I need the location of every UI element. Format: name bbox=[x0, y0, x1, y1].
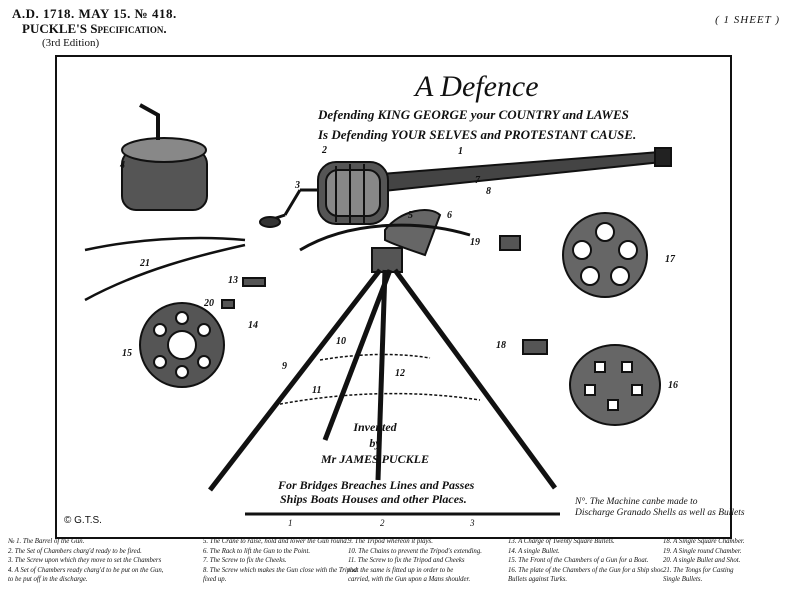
elevation-arc-drawing bbox=[299, 223, 471, 252]
patent-header: A.D. 1718. MAY 15. № 418. PUCKLE'S Speci… bbox=[12, 6, 177, 51]
legend-column-3: 9. The Tripod whereon it plays. 10. The … bbox=[348, 537, 503, 585]
plate-frame bbox=[55, 55, 732, 539]
legend-entry: that the same is fitted up in order to b… bbox=[348, 566, 454, 574]
machine-note: N°. The Machine canbe made to Discharge … bbox=[575, 497, 745, 519]
legend-entry: to be put off in the discharge. bbox=[8, 576, 88, 584]
crane-yoke-drawing bbox=[384, 209, 442, 257]
legend-entry: 20. A single Bullet and Shot. bbox=[663, 557, 741, 565]
part-number: 7 bbox=[475, 175, 480, 186]
invented-label: Invented bbox=[353, 420, 397, 434]
legend-entry: 19. A Single round Chamber. bbox=[663, 547, 742, 555]
round-chambers-front-drawing bbox=[562, 212, 648, 298]
part-number: 19 bbox=[470, 237, 480, 248]
sheet-count: ( 1 SHEET ) bbox=[715, 14, 780, 26]
scale-label: 3 bbox=[470, 518, 475, 528]
tongs-drawing bbox=[84, 236, 246, 302]
uses-line1: For Bridges Breaches Lines and Passes bbox=[278, 478, 475, 492]
patent-date-number: A.D. 1718. MAY 15. № 418. bbox=[12, 6, 177, 21]
part-number: 11 bbox=[312, 385, 322, 396]
legend-entry: 4. A Set of Chambers ready charg'd to be… bbox=[8, 566, 163, 574]
part-number: 16 bbox=[668, 380, 678, 391]
parts-legend: № 1. The Barrel of the Gun. 2. The Set o… bbox=[8, 537, 798, 614]
machine-note-line2: Discharge Granado Shells as well as Bull… bbox=[575, 508, 745, 518]
part-number: 4 bbox=[120, 160, 125, 171]
legend-entry: 21. The Tongs for Casting bbox=[663, 566, 734, 574]
legend-entry: Single Bullets. bbox=[663, 576, 703, 584]
legend-entry: fixed up. bbox=[203, 576, 227, 584]
part-number: 13 bbox=[228, 275, 238, 286]
legend-column-1: № 1. The Barrel of the Gun. 2. The Set o… bbox=[8, 537, 163, 585]
copyright-mark: © G.T.S. bbox=[64, 515, 102, 526]
legend-entry: 11. The Screw to fix the Tripod and Chee… bbox=[348, 557, 465, 565]
legend-entry: 18. A Single Square Chamber. bbox=[663, 538, 745, 545]
specification-title: PUCKLE'S Specification. bbox=[22, 21, 167, 36]
plate-subtitle-line2: Is Defending YOUR SELVES and PROTESTANT … bbox=[318, 127, 637, 142]
chamber-set-drawing bbox=[121, 103, 208, 211]
part-number: 2 bbox=[322, 145, 327, 156]
part-number: 3 bbox=[295, 180, 300, 191]
scale-label: 2 bbox=[380, 518, 385, 528]
legend-entry: 5. The Crane to raise, hold and lower th… bbox=[203, 538, 349, 545]
legend-entry: carried, with the Gun upon a Mans should… bbox=[348, 576, 471, 584]
legend-entry: 3. The Screw upon which they move to set… bbox=[8, 557, 163, 565]
scale-label: 1 bbox=[288, 518, 293, 528]
part-number: 9 bbox=[282, 361, 287, 372]
bullet-charge-drawing bbox=[242, 277, 266, 287]
chamber-cylinder-drawing bbox=[317, 161, 389, 225]
legend-entry: 16. The plate of the Chambers of the Gun… bbox=[508, 566, 663, 574]
part-number: 10 bbox=[336, 336, 346, 347]
uses-line2: Ships Boats Houses and other Places. bbox=[280, 492, 467, 506]
edition-label: (3rd Edition) bbox=[42, 37, 100, 49]
legend-column-5: 18. A Single Square Chamber. 19. A Singl… bbox=[663, 537, 793, 585]
muzzle-drawing bbox=[654, 147, 672, 167]
single-square-chamber-drawing bbox=[522, 339, 548, 355]
part-number: 17 bbox=[665, 254, 675, 265]
legend-entry: 14. A single Bullet. bbox=[508, 547, 560, 555]
uses-text: For Bridges Breaches Lines and Passes Sh… bbox=[278, 478, 474, 506]
part-number: 14 bbox=[248, 320, 258, 331]
legend-entry: 10. The Chains to prevent the Tripod's e… bbox=[348, 547, 482, 555]
legend-column-4: 13. A Charge of Twenty Square Bullets. 1… bbox=[508, 537, 663, 585]
part-number: 21 bbox=[140, 258, 150, 269]
legend-entry: № 1. The Barrel of the Gun. bbox=[8, 538, 85, 545]
crank-drawing bbox=[269, 188, 318, 222]
legend-entry: 7. The Screw to fix the Cheeks. bbox=[203, 557, 287, 565]
legend-entry: 9. The Tripod whereon it plays. bbox=[348, 538, 433, 545]
legend-entry: Bullets against Turks. bbox=[508, 576, 568, 584]
single-round-chamber-drawing bbox=[499, 235, 521, 251]
part-number: 1 bbox=[458, 146, 463, 157]
part-number: 6 bbox=[447, 210, 452, 221]
part-number: 5 bbox=[408, 210, 413, 221]
legend-entry: 15. The Front of the Chambers of a Gun f… bbox=[508, 557, 649, 565]
legend-column-2: 5. The Crane to raise, hold and lower th… bbox=[203, 537, 358, 585]
part-number: 8 bbox=[486, 186, 491, 197]
plate-subtitle-line1: Defending KING GEORGE your COUNTRY and L… bbox=[318, 107, 629, 122]
by-label: by bbox=[369, 436, 381, 450]
part-number: 12 bbox=[395, 368, 405, 379]
crank-knob-drawing bbox=[259, 216, 281, 228]
legend-entry: 2. The Set of Chambers charg'd ready to … bbox=[8, 547, 142, 555]
part-number: 18 bbox=[496, 340, 506, 351]
machine-note-line1: N°. The Machine canbe made to bbox=[575, 497, 698, 507]
part-number: 20 bbox=[204, 298, 214, 309]
part-number: 15 bbox=[122, 348, 132, 359]
legend-entry: 13. A Charge of Twenty Square Bullets. bbox=[508, 538, 615, 545]
square-chamber-plate-drawing bbox=[569, 344, 661, 426]
plate-title: A Defence bbox=[415, 70, 539, 103]
legend-entry: 8. The Screw which makes the Gun close w… bbox=[203, 566, 358, 574]
legend-entry: 6. The Rack to lift the Gun to the Point… bbox=[203, 547, 311, 555]
swivel-mount-drawing bbox=[371, 247, 403, 273]
round-chamber-plate-drawing bbox=[139, 302, 225, 388]
inventor-name: Mr JAMES PUCKLE bbox=[320, 452, 430, 466]
chains-drawing bbox=[274, 353, 481, 406]
single-bullet-shot-drawing bbox=[221, 299, 235, 309]
